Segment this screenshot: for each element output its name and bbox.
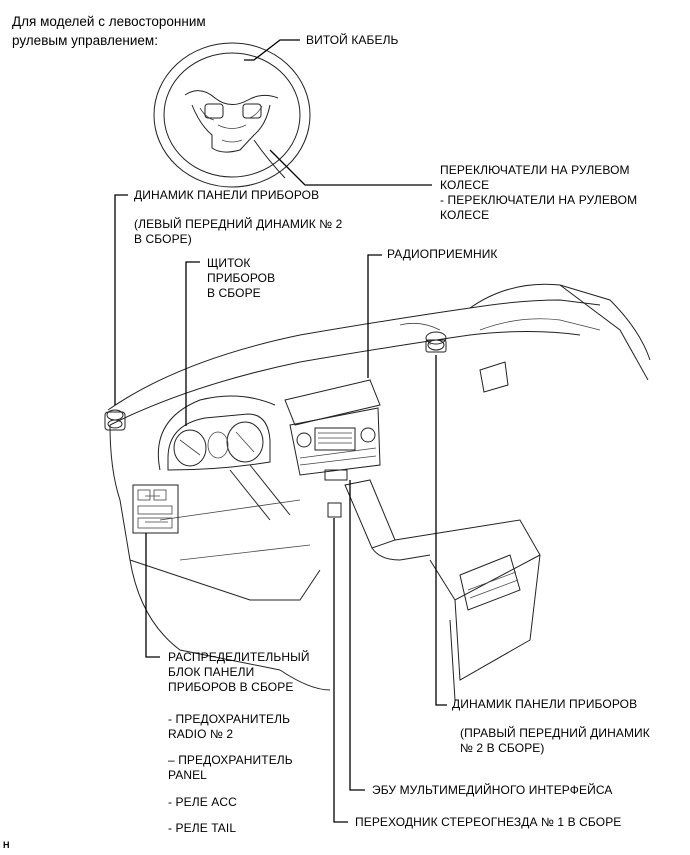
- junction-block-label: РАСПРЕДЕЛИТЕЛЬНЫЙ БЛОК ПАНЕЛИ ПРИБОРОВ В…: [168, 650, 310, 694]
- leader-lines: [114, 39, 447, 823]
- left-speaker-label: ДИНАМИК ПАНЕЛИ ПРИБОРОВ: [134, 188, 320, 202]
- stereo-jack-label: ПЕРЕХОДНИК СТЕРЕОГНЕЗДА № 1 В СБОРЕ: [355, 815, 622, 829]
- corner-mark: H: [3, 840, 10, 850]
- left-speaker-sub-label: (ЛЕВЫЙ ПЕРЕДНИЙ ДИНАМИК № 2 В СБОРЕ): [134, 217, 343, 246]
- steering-switches-label: ПЕРЕКЛЮЧАТЕЛИ НА РУЛЕВОМ КОЛЕСЕ - ПЕРЕКЛ…: [440, 163, 638, 222]
- steering-wheel-drawing: [153, 42, 311, 188]
- relay-tail-label: - РЕЛЕ TAIL: [168, 821, 237, 835]
- radio-label: РАДИОПРИЕМНИК: [387, 247, 498, 261]
- model-note-header: Для моделей с левосторонним рулевым упра…: [12, 14, 206, 48]
- fuse-panel-label: – ПРЕДОХРАНИТЕЛЬ PANEL: [168, 753, 293, 782]
- meter-label: ЩИТОК ПРИБОРОВ В СБОРЕ: [207, 256, 276, 300]
- relay-acc-label: - РЕЛЕ ACC: [168, 795, 237, 809]
- fuse-radio-label: - ПРЕДОХРАНИТЕЛЬ RADIO № 2: [168, 712, 291, 741]
- spiral-cable-label: ВИТОЙ КАБЕЛЬ: [306, 33, 399, 47]
- dashboard-body-drawing: [104, 283, 651, 701]
- multimedia-ecu-label: ЭБУ МУЛЬТИМЕДИЙНОГО ИНТЕРФЕЙСА: [372, 783, 613, 797]
- right-speaker-label: ДИНАМИК ПАНЕЛИ ПРИБОРОВ: [452, 697, 638, 711]
- right-speaker-sub-label: (ПРАВЫЙ ПЕРЕДНИЙ ДИНАМИК № 2 В СБОРЕ): [460, 726, 650, 755]
